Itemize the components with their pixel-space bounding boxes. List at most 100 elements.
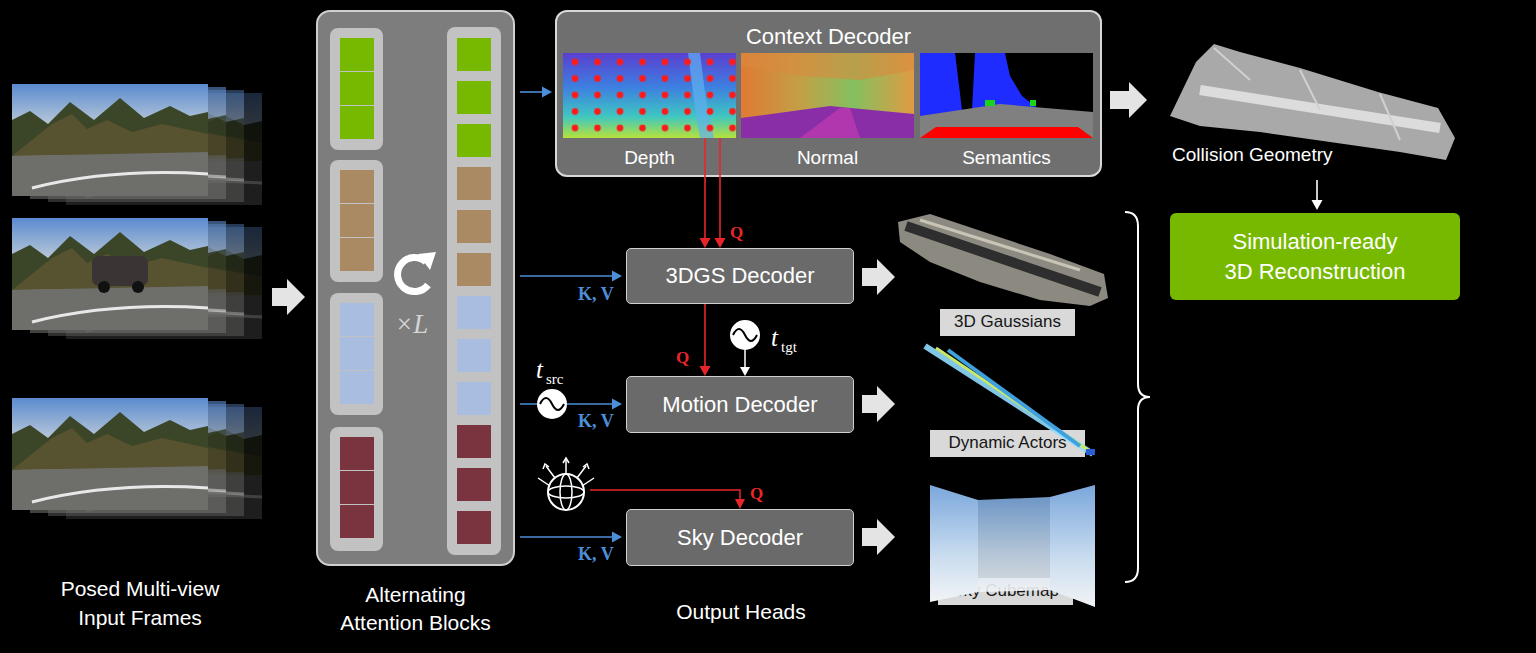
input-frame-stack	[30, 87, 226, 199]
input-frame-stack	[12, 398, 262, 519]
connector	[520, 87, 552, 98]
target-time-icon	[733, 329, 757, 341]
target-time-icon	[730, 320, 760, 376]
connector-line	[1316, 180, 1318, 201]
connector-line	[520, 403, 613, 405]
input-frame-stack	[48, 224, 244, 336]
dynamic-actor-tracks	[1086, 449, 1095, 455]
attention-token-columns	[447, 27, 501, 555]
sky-direction-sphere-icon	[538, 460, 594, 486]
attention-token-columns	[340, 505, 374, 538]
collision-geometry-mesh	[1170, 44, 1455, 160]
edge-label: K, V	[578, 545, 614, 565]
node-label: Simulation-ready 3D Reconstruction	[1220, 227, 1410, 286]
semantics-map-image	[985, 100, 995, 106]
output-tag: Dynamic Actors	[930, 430, 1085, 457]
node-label: Semantics	[900, 145, 1113, 171]
attention-token-columns	[457, 339, 491, 372]
input-frame-stack	[132, 281, 144, 293]
input-frame-stack	[66, 93, 262, 205]
connector	[700, 304, 711, 376]
sky-direction-sphere-icon	[548, 486, 584, 498]
attention-token-columns	[330, 28, 383, 150]
dynamic-actor-tracks	[925, 346, 1095, 455]
attention-token-columns	[340, 337, 374, 370]
sky-cubemap-panels	[978, 497, 1050, 592]
loop-arrow-icon	[398, 258, 428, 292]
connector	[272, 279, 305, 315]
node-label: Sky Cubemap	[952, 580, 1059, 603]
connector-line	[719, 138, 721, 239]
attention-token-columns	[457, 81, 491, 114]
attention-token-columns	[457, 253, 491, 286]
attention-token-columns	[330, 160, 383, 282]
output-tag: 3D Gaussians	[940, 309, 1075, 336]
connector	[520, 532, 622, 543]
arrow-head	[700, 238, 711, 248]
arrow-head	[715, 238, 726, 248]
attention-token-columns	[330, 427, 383, 551]
free-label: Output Heads	[641, 600, 841, 623]
attention-token-columns	[457, 167, 491, 200]
target-time-icon	[740, 367, 750, 376]
node-label: 3D Gaussians	[954, 311, 1061, 334]
free-label: Q	[750, 485, 763, 504]
collision-geometry-mesh	[1170, 44, 1455, 160]
attention-token-columns	[340, 38, 374, 71]
attention-token-columns	[340, 106, 374, 139]
connector	[1312, 180, 1323, 210]
context-decoder: Context DecoderDepthNormalSemantics	[555, 10, 1102, 177]
source-time-icon	[540, 398, 564, 410]
node-label: Sky Decoder	[677, 523, 803, 553]
input-frame-stack	[12, 218, 262, 339]
attention-block: Alternating Attention Blocks	[316, 10, 515, 566]
input-frame-stack	[12, 398, 208, 510]
node-label: Dynamic Actors	[948, 432, 1066, 455]
collision-geometry-mesh	[1214, 48, 1400, 140]
semantics-output: Semantics	[920, 53, 1093, 138]
source-time-icon	[537, 389, 567, 419]
output-tag: Sky Cubemap	[938, 578, 1073, 605]
attention-token-columns	[457, 38, 491, 71]
normal-output: Normal	[741, 53, 914, 138]
block-arrow	[272, 279, 305, 315]
node-label: Depth	[543, 145, 756, 171]
sky-direction-sphere-icon	[548, 474, 584, 510]
sky-query-line	[735, 499, 745, 509]
attention-token-columns	[457, 210, 491, 243]
input-frame-stack	[48, 90, 244, 202]
attention-token-columns	[340, 72, 374, 105]
sky-query-line	[590, 490, 740, 500]
connector	[520, 271, 622, 282]
attention-token-columns	[457, 124, 491, 157]
input-frame-stack	[30, 221, 226, 333]
sky-cubemap-panels	[930, 485, 1095, 607]
free-label: t	[771, 324, 778, 352]
attention-token-columns	[340, 204, 374, 237]
semantics-map-image	[920, 53, 1093, 138]
normal-map-image	[741, 53, 914, 138]
attention-token-columns	[340, 471, 374, 504]
arrow-head	[1312, 200, 1323, 210]
attention-token-columns	[457, 468, 491, 501]
input-frame-stack	[12, 84, 208, 196]
semantics-map-image	[920, 104, 1093, 138]
block-arrow	[862, 519, 895, 555]
semantics-map-image	[920, 127, 1093, 138]
attention-token-columns	[457, 382, 491, 415]
arrow-head	[700, 366, 711, 376]
connector-line	[704, 304, 706, 367]
connector	[520, 399, 622, 410]
connector	[715, 138, 726, 248]
input-frame-stack	[48, 404, 244, 516]
attention-token-columns	[340, 238, 374, 271]
attention-token-columns	[457, 511, 491, 544]
gaussian-splat-render	[920, 220, 1080, 270]
node-label: Posed Multi-view Input Frames	[8, 575, 272, 632]
connector	[862, 519, 895, 555]
connector	[862, 386, 895, 422]
depth-output: Depth	[563, 53, 736, 138]
input-frame-stack	[92, 256, 148, 286]
connector-line	[520, 91, 543, 93]
